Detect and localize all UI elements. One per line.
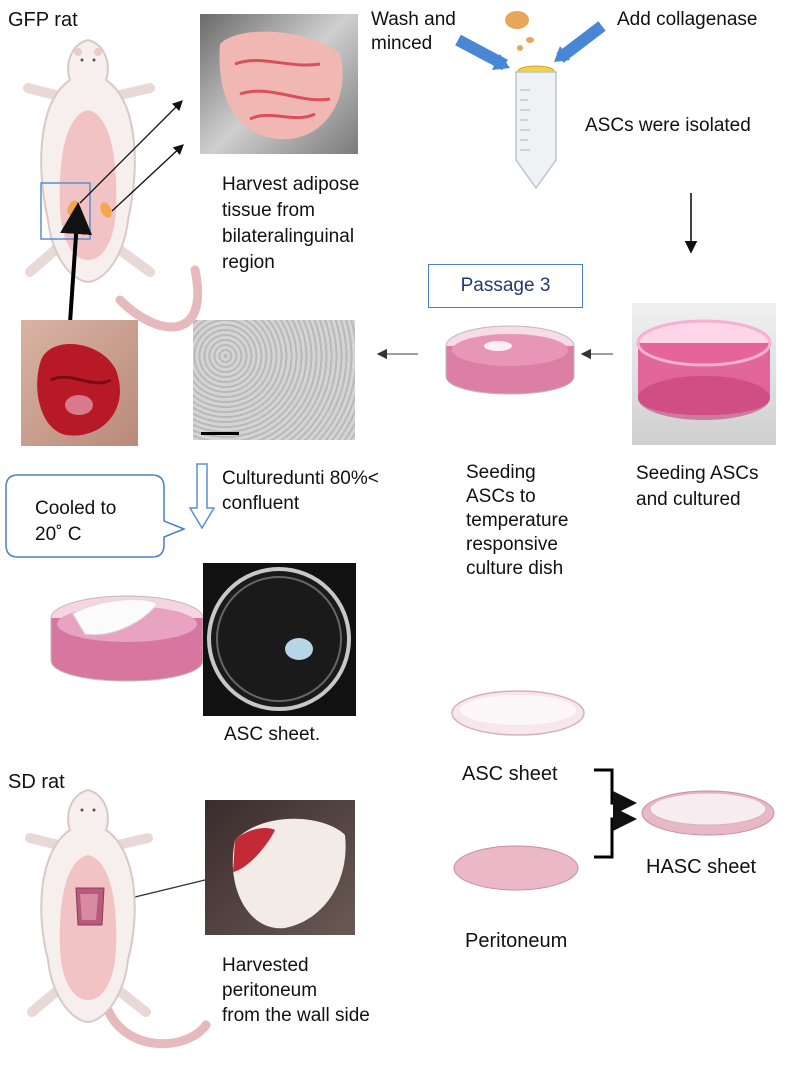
seeding-temperature-text: Seeding ASCs to temperature responsive c… — [466, 462, 569, 579]
cooled-text: Cooled to 20˚ C — [35, 498, 117, 545]
hasc-sheet-label: HASC sheet — [646, 856, 757, 878]
microscopy-photo — [193, 320, 355, 440]
adipose-tissue-photo — [200, 14, 358, 154]
asc-sheet-label: ASC sheet — [462, 763, 558, 785]
ascs-isolated-text: ASCs were isolated — [585, 115, 751, 136]
scale-bar — [201, 432, 239, 435]
cooled-callout-bubble — [5, 474, 187, 558]
add-collagenase-text: Add collagenase — [617, 9, 758, 30]
harvest-adipose-text: Harvest adipose tissue from bilateraling… — [222, 174, 360, 273]
passage-callout: Passage 3 — [428, 264, 583, 308]
centrifuge-tube-illustration — [455, 11, 606, 190]
hasc-sheet-disc — [641, 790, 775, 836]
passage-label: Passage 3 — [460, 275, 551, 296]
peritoneum-photo — [205, 800, 355, 935]
asc-sheet-caption: ASC sheet. — [224, 724, 321, 745]
gfp-rat-illustration — [23, 38, 203, 332]
asc-sheet-dish-illustration — [50, 595, 204, 682]
white-down-arrow — [188, 463, 216, 530]
peritoneum-label: Peritoneum — [465, 930, 568, 952]
harvested-peritoneum-text: Harvested peritoneum from the wall side — [222, 955, 370, 1026]
sd-rat-illustration — [25, 788, 211, 1049]
gfp-rat-label: GFP rat — [8, 9, 78, 31]
cultured-until-text: Culturedunti 80%< confluent — [222, 468, 379, 514]
seeding-ascs-dish-photo — [632, 303, 776, 445]
asc-sheet-disc — [451, 690, 585, 736]
wash-minced-text: Wash and minced — [371, 9, 456, 54]
sd-rat-label: SD rat — [8, 771, 65, 793]
seeding-cultured-text: Seeding ASCs and cultured — [636, 463, 759, 510]
peritoneum-disc — [453, 845, 579, 891]
temperature-dish-illustration — [445, 325, 575, 395]
inguinal-tissue-photo — [21, 320, 138, 446]
asc-sheet-photo — [203, 563, 356, 716]
